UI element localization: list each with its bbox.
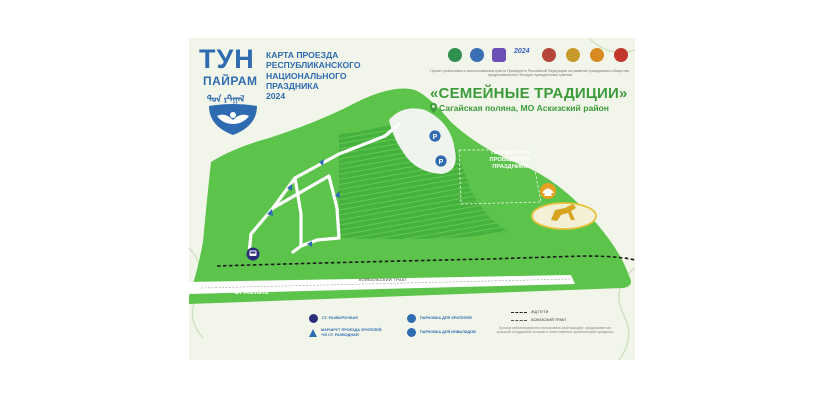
brand-emblem-icon — [209, 104, 257, 135]
map-legend: СТ. РАЗВОРОЧНАЯ МАРШРУТ ПРОЕЗДА ЗРИТЕЛЕЙ… — [189, 306, 635, 360]
legend-route: МАРШРУТ ПРОЕЗДА ЗРИТЕЛЕЙ Ч/З СТ. РАЗВОДН… — [309, 328, 381, 338]
partner-logo-arms-icon — [542, 48, 556, 62]
map-title-line: ПРАЗДНИКА — [266, 80, 319, 91]
legend-route-line: МАРШРУТ ПРОЕЗДА ЗРИТЕЛЕЙ — [321, 328, 382, 332]
brand-name-top: ТУН — [199, 44, 255, 74]
partner-logo-wave-icon — [492, 48, 506, 62]
legend-bus-stop-label: СТ. РАЗВОРОЧНАЯ — [322, 316, 358, 321]
partner-logos: 2024 — [448, 48, 634, 70]
highway-dash — [200, 278, 572, 289]
venue-label-line: ПРОВЕДЕНИЯ — [489, 157, 531, 164]
accessible-parking-icon — [407, 328, 416, 337]
yurt-icon — [540, 183, 556, 199]
parking-icon-upper[interactable]: P — [429, 130, 441, 142]
route-arrows — [267, 159, 340, 247]
legend-parking-spectators-label: ПАРКОВКА ДЛЯ ЗРИТЕЛЕЙ — [420, 316, 472, 321]
legend-parking-disabled: ПАРКОВКА ДЛЯ ИНВАЛИДОВ — [407, 328, 476, 337]
map-title-year: 2024 — [266, 91, 286, 102]
event-title: «СЕМЕЙНЫЕ ТРАДИЦИИ» — [430, 85, 628, 102]
legend-highway: АСКИЗСКИЙ ТРАКТ — [511, 318, 567, 322]
map-title-line: РЕСПУБЛИКАНСКОГО — [266, 60, 361, 71]
legend-note: Просим заблаговременно планировать свой … — [496, 326, 614, 335]
partner-logo-seal-icon — [590, 48, 604, 62]
map-poster: P P ТУН ПАЙРАМ ᡃᠯᠣᠨ ᠶᠲᠭᠠᠯ КАРТА ПРОЕЗДА … — [189, 38, 635, 360]
brand-name-bottom: ПАЙРАМ — [203, 74, 258, 88]
rail-line — [216, 255, 635, 267]
svg-text:P: P — [439, 159, 444, 166]
legend-rail: ЖД ПУТИ — [511, 310, 548, 314]
legend-highway-label: АСКИЗСКИЙ ТРАКТ — [531, 318, 567, 322]
parking-icon-lower[interactable]: P — [435, 155, 447, 167]
venue-area — [458, 149, 542, 205]
location-pin-icon — [430, 103, 437, 113]
partner-logo-emblem-icon — [448, 48, 462, 62]
legend-parking-disabled-label: ПАРКОВКА ДЛЯ ИНВАЛИДОВ — [420, 330, 476, 335]
map-title-line: КАРТА ПРОЕЗДА — [266, 50, 339, 60]
highway-road — [189, 275, 575, 294]
venue-label: ТЕРРИТОРИЯ ПРОВЕДЕНИЯ ПРАЗДНИКА — [476, 150, 544, 172]
svg-text:P: P — [433, 134, 438, 141]
venue-label-line: ПРАЗДНИКА — [492, 164, 528, 171]
bus-stop-icon — [309, 314, 318, 323]
rail-line-icon — [511, 311, 527, 313]
legend-route-label: МАРШРУТ ПРОЕЗДА ЗРИТЕЛЕЙ Ч/З СТ. РАЗВОДН… — [321, 328, 381, 338]
legend-parking-spectators: ПАРКОВКА ДЛЯ ЗРИТЕЛЕЙ — [407, 314, 472, 323]
event-location: Сагайская поляна, МО Аскизский район — [439, 103, 609, 113]
partner-logo-star-icon — [566, 48, 580, 62]
partner-logo-crest-icon — [470, 48, 484, 62]
road-label: КОЙБАЛЬСКИЙ ТРАКТ — [359, 277, 408, 282]
partner-logo-flag-icon — [614, 48, 628, 62]
partner-logo-year-badge: 2024 — [514, 48, 530, 55]
partners-note: Проект реализован с использованием грант… — [430, 69, 630, 78]
map-drawing: P P — [189, 38, 635, 360]
map-title-line: НАЦИОНАЛЬНОГО — [266, 70, 347, 81]
legend-rail-label: ЖД ПУТИ — [531, 310, 549, 314]
access-roads — [247, 122, 401, 256]
map-title: КАРТА ПРОЕЗДА РЕСПУБЛИКАНСКОГО НАЦИОНАЛЬ… — [266, 50, 386, 102]
meadow-area — [339, 124, 509, 240]
highway-line-icon — [511, 319, 527, 321]
village-label: С. АСКИЗ — [234, 289, 269, 296]
brand-script-text: ᡃᠯᠣᠨ ᠶᠲᠭᠠᠯ — [207, 94, 245, 104]
venue-label-line: ТЕРРИТОРИЯ — [490, 150, 530, 156]
bus-stop-icon[interactable] — [246, 247, 260, 261]
route-arrow-icon — [309, 328, 317, 337]
parking-icon — [407, 314, 416, 323]
legend-bus-stop: СТ. РАЗВОРОЧНАЯ — [309, 314, 358, 323]
hippodrome-icon — [531, 202, 597, 230]
legend-route-line: Ч/З СТ. РАЗВОДНАЯ — [321, 332, 359, 337]
